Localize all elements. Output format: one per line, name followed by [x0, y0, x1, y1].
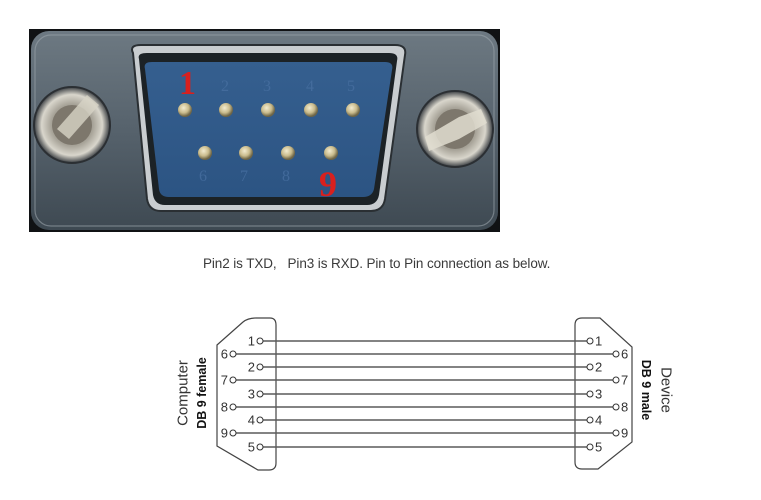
right-pin-3-label: 3 [595, 387, 602, 402]
svg-text:5: 5 [347, 78, 355, 95]
right-pin-4-label: 4 [595, 413, 602, 428]
right-pin-7-label: 7 [621, 373, 628, 388]
right-pin-6-label: 6 [621, 347, 628, 362]
pin-row-bottom [198, 146, 338, 160]
left-pin-6-label: 6 [221, 347, 228, 362]
left-pin-9-label: 9 [221, 426, 228, 441]
svg-text:8: 8 [282, 168, 290, 185]
right-pin-2-label: 2 [595, 360, 602, 375]
left-pin-1-label: 1 [248, 334, 255, 349]
device-label: Device [657, 367, 675, 413]
right-pin-7-circle [612, 376, 620, 384]
computer-label: Computer [174, 360, 192, 426]
right-pin-4-circle [586, 416, 594, 424]
left-screw [33, 86, 111, 164]
right-pin-3-circle [586, 390, 594, 398]
pin-row-top [178, 103, 360, 117]
connector-photo-graphic: 2 3 4 5 6 7 8 1 9 [29, 29, 500, 232]
right-screw [416, 90, 494, 168]
left-pin-9-circle [229, 429, 237, 437]
right-pin-5-circle [586, 443, 594, 451]
left-pin-8-circle [229, 403, 237, 411]
right-pin-1-label: 1 [595, 334, 602, 349]
svg-text:7: 7 [240, 168, 248, 185]
right-pin-2-circle [586, 363, 594, 371]
db9-female-label: DB 9 female [195, 357, 209, 429]
left-pin-6-circle [229, 350, 237, 358]
db9-connector-photo: 2 3 4 5 6 7 8 1 9 [29, 29, 500, 232]
right-pin-9-circle [612, 429, 620, 437]
pin-1-marker: 1 [179, 65, 196, 102]
left-pin-3-circle [256, 390, 264, 398]
pinout-caption: Pin2 is TXD, Pin3 is RXD. Pin to Pin con… [203, 256, 551, 271]
right-connector-outline [574, 317, 633, 470]
left-pin-7-circle [229, 376, 237, 384]
left-pin-4-circle [256, 416, 264, 424]
left-connector-outline [216, 317, 277, 471]
left-pin-2-circle [256, 363, 264, 371]
right-pin-8-label: 8 [621, 400, 628, 415]
right-pin-6-circle [612, 350, 620, 358]
svg-text:4: 4 [306, 78, 314, 95]
pin-9-marker: 9 [319, 164, 337, 204]
db9-male-label: DB 9 male [639, 359, 653, 421]
left-pin-7-label: 7 [221, 373, 228, 388]
svg-text:2: 2 [221, 78, 229, 95]
left-pin-8-label: 8 [221, 400, 228, 415]
left-pin-5-label: 5 [248, 440, 255, 455]
right-pin-8-circle [612, 403, 620, 411]
svg-text:6: 6 [199, 168, 207, 185]
wires [236, 340, 613, 448]
right-pin-9-label: 9 [621, 426, 628, 441]
left-pin-4-label: 4 [248, 413, 255, 428]
left-pin-3-label: 3 [248, 387, 255, 402]
left-pin-2-label: 2 [248, 360, 255, 375]
pin-markers: 1 1 6 6 2 2 7 7 3 3 8 8 4 4 9 9 5 5 [221, 334, 628, 455]
left-pin-5-circle [256, 443, 264, 451]
right-pin-1-circle [586, 337, 594, 345]
right-pin-5-label: 5 [595, 440, 602, 455]
svg-text:3: 3 [263, 78, 271, 95]
left-pin-1-circle [256, 337, 264, 345]
